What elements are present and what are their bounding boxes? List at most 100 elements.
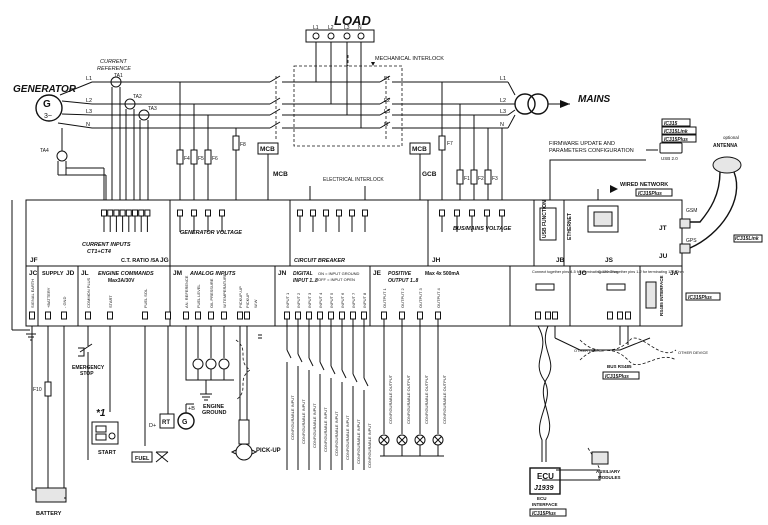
mcb-right-label: MCB (412, 146, 427, 153)
din-switch-icon (363, 377, 369, 387)
ct-pin (138, 209, 145, 217)
js-label: JS (605, 257, 614, 264)
digital-pin-label: INPUT 8 (362, 292, 367, 308)
output-pin-label: OUTPUT 1 (382, 288, 387, 308)
d-plus-label: D+ (149, 423, 156, 429)
analog-pin-6 (244, 311, 250, 320)
upper-dividers (169, 200, 565, 266)
digital-pin-label: INPUT 1 (285, 292, 290, 308)
supply-label: SUPPLY (42, 271, 64, 277)
usb-function-port (539, 207, 557, 241)
gsm-connector-icon (679, 218, 691, 229)
ethernet-label: ETHERNET (567, 213, 573, 240)
lamp-cross (380, 436, 388, 444)
analog-pin-5 (237, 311, 243, 320)
battery-label: BATTERY (36, 511, 62, 517)
lower-dividers (37, 266, 641, 326)
can-pin-2 (552, 311, 558, 320)
firmware-label-1: FIRMWARE UPDATE AND (549, 141, 615, 147)
firmware-label-2: PARAMETERS CONFIGURATION (549, 148, 634, 154)
analog-pin-label: W.TEMPERATURE (222, 273, 227, 308)
lamp-cross (434, 436, 442, 444)
din-switch-icon (341, 369, 347, 379)
analog-pin-3 (208, 311, 214, 320)
jl-label: JL (81, 270, 89, 277)
supply-pin-1 (45, 311, 51, 320)
lamp-cross (398, 436, 406, 444)
ct-pin (144, 209, 151, 217)
engine-pin-0 (85, 311, 91, 320)
svg-text:L3: L3 (500, 109, 506, 115)
svg-text:N: N (86, 122, 90, 128)
din-pin-7 (361, 311, 367, 320)
jo-label: JO (578, 270, 587, 277)
ground-symbol-icon (26, 333, 36, 341)
supply-pin-label: - GND (62, 297, 67, 308)
gsm-label: GSM (686, 208, 697, 214)
fuel-valve-icon (155, 451, 169, 463)
gps-label: GPS (686, 238, 697, 244)
fuel-label: FUEL (135, 456, 150, 462)
busmains-label: BUS/MAINS VOLTAGE (453, 226, 511, 232)
svg-text:F6: F6 (212, 156, 218, 162)
upper-pin-strips (101, 209, 505, 232)
ic-link-text: IC315Link (735, 236, 759, 242)
rs485-note: Connect together pins 1-2 for terminatin… (598, 270, 684, 274)
configurable-output-label: CONFIGURABLE OUTPUT (424, 374, 429, 424)
svg-text:L2: L2 (384, 98, 390, 104)
din-switch-icon (286, 349, 292, 359)
genv-pin (177, 209, 183, 217)
din-pin-0 (284, 311, 290, 320)
current-inputs-ct: CT1+CT4 (87, 249, 111, 255)
gps-connector-icon (679, 243, 691, 254)
other-device-left: OTHER DEVICE (574, 348, 604, 353)
emergency-label: EMERGENCY (72, 365, 105, 371)
engine-commands-label: ENGINE COMMANDS (98, 271, 154, 277)
generator-phase-labels: L1 L2 L3 N (86, 76, 92, 128)
output-pin-label: OUTPUT 3 (418, 288, 423, 308)
analog-pin-4 (221, 311, 227, 320)
engine-pin-label: FUEL SOL (143, 288, 148, 308)
load-title: LOAD (334, 13, 371, 28)
svg-text:L3: L3 (384, 109, 390, 115)
rs485-interface-label: RS485 INTERFACE (659, 275, 664, 316)
engine-pin-label: COMMON PLUS (86, 277, 91, 308)
rs485-pin-2 (625, 311, 631, 320)
electrical-interlock-label: ELECTRICAL INTERLOCK (323, 177, 384, 183)
ju-label: JU (659, 253, 668, 260)
analog-pin-2 (195, 311, 201, 320)
jb-label: JB (556, 257, 565, 264)
din-pin-2 (306, 311, 312, 320)
mcb-contacts (316, 75, 508, 140)
engine-label: ENGINE (203, 404, 224, 410)
generator-label: GENERATOR (13, 84, 77, 95)
svg-text:F7: F7 (447, 141, 453, 147)
other-device-right: OTHER DEVICE (678, 350, 708, 355)
load-terminal-2 (343, 32, 351, 40)
output-pin-label: OUTPUT 4 (436, 288, 441, 308)
can-pin-1 (545, 311, 551, 320)
configurable-input-label: CONFIGURABLE INPUT (345, 415, 350, 460)
interlock-frame (293, 65, 403, 147)
wired-network-label: WIRED NETWORK (620, 182, 668, 188)
busv-pin (484, 209, 490, 217)
svg-text:N: N (384, 122, 388, 128)
analog-pin-label: OIL PRESSURE (209, 278, 214, 308)
dout-pin-2 (417, 311, 423, 320)
ecu-label: ECU (537, 472, 554, 481)
genv-pin (191, 209, 197, 217)
svg-text:L1: L1 (500, 76, 506, 82)
ecu-box (529, 467, 561, 495)
cb-pin (323, 209, 329, 217)
ct-pin (119, 209, 126, 217)
ecu-ic-badge (529, 508, 567, 517)
svg-text:IC315: IC315 (664, 121, 678, 127)
configurable-input-label: CONFIGURABLE INPUT (334, 411, 339, 456)
mcb-lower-label: MCB (273, 171, 288, 178)
cb-pin (349, 209, 355, 217)
configurable-input-label: CONFIGURABLE INPUT (301, 399, 306, 444)
supply-pin-label: +BATTERY (46, 287, 51, 308)
generator-g-text: G (43, 99, 51, 110)
